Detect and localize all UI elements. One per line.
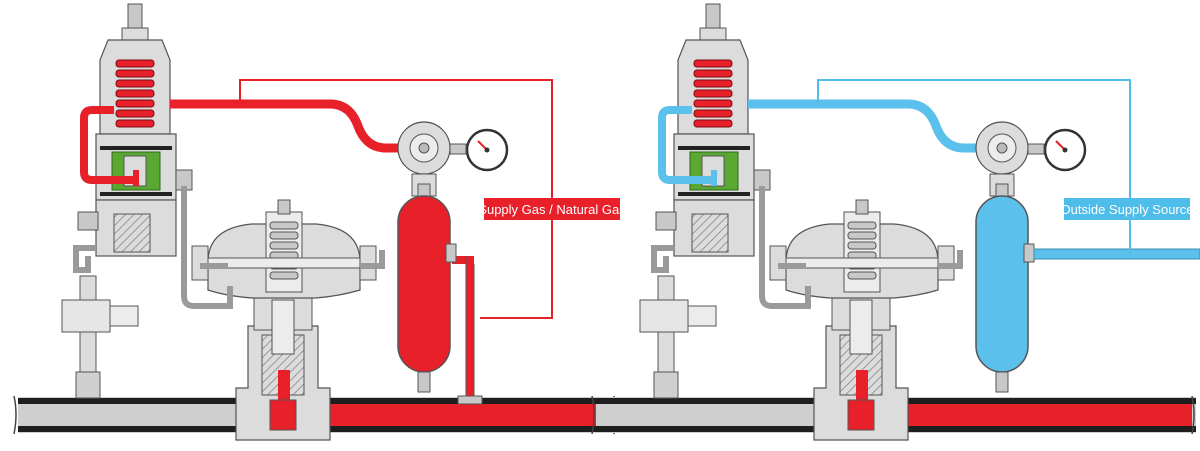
sensing-line (452, 256, 483, 405)
callout-text-natural-gas: Supply Gas / Natural Gas (478, 202, 626, 217)
supply-line-top (748, 99, 978, 153)
supply-tank (397, 183, 457, 393)
callout-label: Supply Gas / Natural Gas (478, 198, 626, 220)
main-valve (235, 291, 331, 441)
main-actuator (769, 199, 955, 299)
pilot-regulator (655, 3, 771, 257)
supply-line-top (170, 99, 400, 153)
callout-text-outside-supply: Outside Supply Source (1061, 202, 1194, 217)
control-tubing (73, 186, 385, 309)
feed-tee (61, 275, 139, 399)
pilot-regulator (77, 3, 193, 257)
downstream-flow (306, 404, 614, 426)
callout-connector (239, 79, 553, 319)
pressure-gauge (1027, 128, 1087, 172)
main-valve (813, 291, 909, 441)
pilot-supply-path (658, 106, 717, 186)
panel-outside-supply: Outside Supply Source (591, 3, 1200, 441)
downstream-flow (884, 404, 1192, 426)
callout-connector (817, 79, 1131, 254)
callout-label: Outside Supply Source (1061, 198, 1194, 220)
supply-tank (975, 183, 1035, 393)
feed-tee (639, 275, 717, 399)
pilot-spring (115, 59, 155, 128)
panel-natural-gas: Supply Gas / Natural Gas (13, 3, 626, 441)
outside-supply-line (1033, 248, 1200, 260)
pressure-gauge (449, 128, 509, 172)
pilot-spring (693, 59, 733, 128)
main-actuator (191, 199, 377, 299)
control-tubing (651, 186, 963, 309)
pilot-supply-path (80, 106, 139, 186)
